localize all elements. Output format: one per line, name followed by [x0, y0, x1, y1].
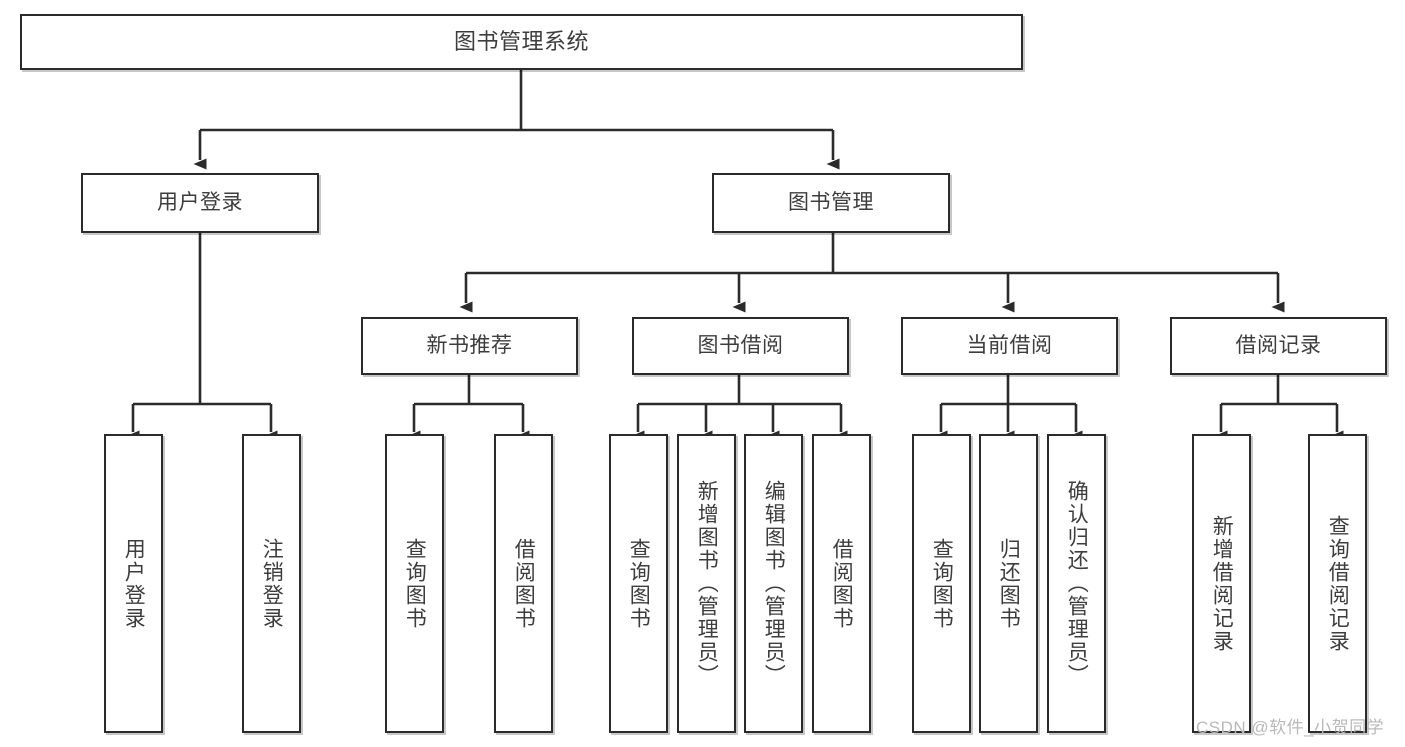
node-leaf-newbook-query-book-label: 查询图书 — [403, 537, 427, 630]
node-leaf-borrow-borrow-book-label: 借阅图书 — [830, 537, 854, 630]
node-leaf-borrow-query-book-label: 查询图书 — [627, 537, 651, 630]
node-new-book-recommend[interactable]: 新书推荐 — [361, 317, 578, 375]
node-leaf-current-return-book[interactable]: 归还图书 — [979, 434, 1038, 733]
node-current-borrow[interactable]: 当前借阅 — [901, 317, 1118, 375]
node-current-borrow-label: 当前借阅 — [966, 333, 1053, 357]
node-user-login[interactable]: 用户登录 — [81, 173, 319, 233]
node-new-book-recommend-label: 新书推荐 — [426, 333, 513, 357]
node-leaf-current-confirm-return[interactable]: 确认归还（管理员） — [1047, 434, 1106, 733]
node-leaf-record-add[interactable]: 新增借阅记录 — [1192, 434, 1251, 733]
node-leaf-logout[interactable]: 注销登录 — [242, 434, 301, 733]
node-leaf-current-return-book-label: 归还图书 — [997, 537, 1021, 630]
node-leaf-user-login-label: 用户登录 — [122, 537, 146, 630]
node-book-management-label: 图书管理 — [788, 190, 874, 214]
node-leaf-current-query-book-label: 查询图书 — [930, 537, 954, 630]
node-leaf-borrow-edit-book-label: 编辑图书（管理员） — [762, 480, 786, 687]
node-leaf-record-add-label: 新增借阅记录 — [1210, 514, 1234, 653]
node-book-borrow[interactable]: 图书借阅 — [632, 317, 849, 375]
node-leaf-user-login[interactable]: 用户登录 — [104, 434, 163, 733]
node-leaf-newbook-borrow-book[interactable]: 借阅图书 — [494, 434, 553, 733]
node-user-login-label: 用户登录 — [157, 190, 243, 214]
node-book-management[interactable]: 图书管理 — [712, 173, 950, 233]
node-leaf-borrow-borrow-book[interactable]: 借阅图书 — [812, 434, 871, 733]
node-leaf-newbook-query-book[interactable]: 查询图书 — [385, 434, 444, 733]
node-leaf-current-confirm-return-label: 确认归还（管理员） — [1065, 480, 1089, 687]
node-root-label: 图书管理系统 — [453, 28, 589, 54]
node-leaf-borrow-edit-book[interactable]: 编辑图书（管理员） — [744, 434, 803, 733]
node-leaf-record-query-label: 查询借阅记录 — [1326, 514, 1350, 653]
node-borrow-record[interactable]: 借阅记录 — [1170, 317, 1387, 375]
node-leaf-borrow-add-book-label: 新增图书（管理员） — [695, 480, 719, 687]
node-leaf-newbook-borrow-book-label: 借阅图书 — [512, 537, 536, 630]
node-leaf-borrow-query-book[interactable]: 查询图书 — [609, 434, 668, 733]
node-leaf-current-query-book[interactable]: 查询图书 — [912, 434, 971, 733]
node-borrow-record-label: 借阅记录 — [1235, 333, 1322, 357]
csdn-watermark: CSDN @软件_小贺同学 — [1196, 718, 1385, 737]
node-leaf-borrow-add-book[interactable]: 新增图书（管理员） — [677, 434, 736, 733]
node-book-borrow-label: 图书借阅 — [697, 333, 784, 357]
node-root[interactable]: 图书管理系统 — [20, 14, 1023, 70]
node-leaf-logout-label: 注销登录 — [260, 537, 284, 630]
node-leaf-record-query[interactable]: 查询借阅记录 — [1308, 434, 1367, 733]
